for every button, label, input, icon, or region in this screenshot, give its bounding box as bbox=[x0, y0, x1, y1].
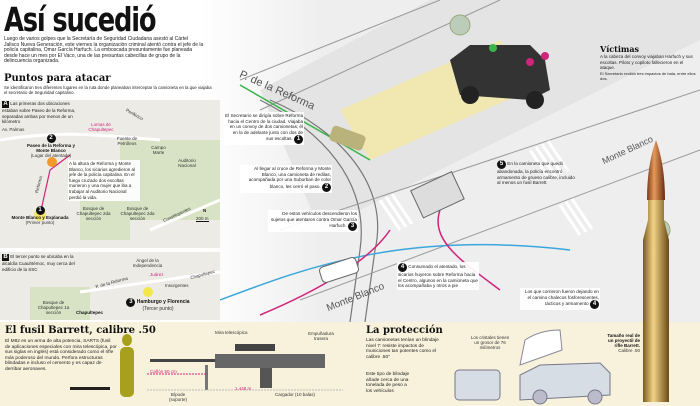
label-magazine: Cargador (10 balas) bbox=[275, 392, 316, 397]
map-a-text: Las primeras dos ubicaciones estaban sob… bbox=[2, 101, 76, 125]
barrett-title: El fusil Barrett, calibre .50 bbox=[5, 325, 156, 336]
marker-1: 1 bbox=[35, 206, 45, 215]
protection-title: La protección bbox=[366, 325, 443, 336]
step-2-number: 2 bbox=[322, 182, 331, 192]
route-green bbox=[239, 84, 371, 161]
label-bipod: Bípode (soporte) bbox=[168, 392, 187, 402]
label-insurgentes: Insurgentes bbox=[165, 283, 189, 288]
label-campo: Campo Marte bbox=[151, 145, 166, 155]
rifle-small bbox=[70, 387, 110, 390]
label-place1: Monte Blanco y Explanada bbox=[11, 215, 69, 220]
marker-2: 2 bbox=[46, 134, 56, 143]
victim-marker-pink bbox=[541, 52, 549, 60]
step-5-number: 5 bbox=[497, 160, 506, 169]
label-auditorio: Auditorio Nacional bbox=[178, 158, 196, 168]
map-b: B El tercer punto se ubicaba en la alcal… bbox=[0, 252, 220, 320]
label-juarez: Juárez bbox=[150, 272, 164, 277]
label-bosque-b: Bosque de Chapultepec 1a sección bbox=[37, 300, 70, 315]
points-subtitle: Se identificaron tres diferentes lugares… bbox=[4, 85, 212, 95]
map-a: A Las primeras dos ubicaciones estaban s… bbox=[0, 100, 220, 248]
victim-marker-pink bbox=[526, 58, 534, 66]
white-suburban bbox=[318, 257, 360, 283]
suv-black bbox=[450, 45, 550, 109]
step-5-text: En la camioneta que quedó abandonada, la… bbox=[497, 161, 575, 186]
rifle-magazine bbox=[260, 368, 272, 388]
label-bosque-1: Bosque de Chapultepec 2da sección bbox=[76, 206, 111, 221]
rifle-bipod bbox=[205, 365, 208, 390]
map-b-text: El tercer punto se ubicaba en la alcaldí… bbox=[2, 254, 75, 272]
label-angel: Ángel de la Independencia bbox=[132, 258, 163, 268]
label-length: 1.448 m bbox=[235, 386, 252, 391]
step-3-number: 3 bbox=[348, 222, 357, 232]
victims-text-2: El Secretario recibió tres impactos de b… bbox=[600, 70, 696, 82]
label-scope: Mira telescópica bbox=[215, 330, 248, 335]
step-3-text: De estos vehículos descendieron los suje… bbox=[270, 211, 357, 229]
redilas-truck bbox=[410, 171, 465, 219]
step-4a: 4 Consumado el atentado, los sicarios hu… bbox=[397, 262, 479, 290]
label-bosque-2: Bosque de Chapultepec 2da sección bbox=[120, 206, 155, 221]
step-1: El Secretario se dirigía sobre Reforma h… bbox=[224, 112, 304, 146]
barrett-rifle-illustration bbox=[70, 334, 343, 397]
label-place3: Hamburgo y Florencia bbox=[136, 299, 190, 305]
step-4b-text: Los que corrieron fueron dejando en el c… bbox=[524, 289, 599, 307]
map-b-letter: B bbox=[2, 254, 9, 261]
human-silhouette bbox=[122, 334, 132, 346]
victim-marker-green bbox=[489, 44, 497, 52]
step-1-text: El Secretario se dirigía sobre Reforma h… bbox=[225, 113, 303, 142]
suv-front bbox=[454, 369, 501, 401]
label-glass: Los cristales tienen un grosor de 76 mil… bbox=[470, 335, 510, 350]
map-a-letter: A bbox=[2, 101, 9, 108]
victims-text: A la cabeza del convoy viajaban Harfuch … bbox=[600, 54, 693, 71]
label-place3-sub: (Tercer punto) bbox=[142, 306, 174, 312]
victims-box: Víctimas A la cabeza del convoy viajaban… bbox=[600, 44, 698, 82]
protection-text-2: Este tipo de blindaje añade cerca de una… bbox=[366, 372, 410, 394]
label-palmas: Av. Palmas bbox=[2, 127, 25, 132]
section-title-points: Puntos para atacar bbox=[4, 73, 111, 84]
step-5: 5 En la camioneta que quedó abandonada, … bbox=[497, 160, 577, 186]
crime-scene-illustration bbox=[200, 0, 700, 322]
map-b-roads bbox=[30, 270, 220, 320]
label-grip: Empuñadura trasera bbox=[308, 331, 334, 341]
escort-suv bbox=[329, 125, 366, 151]
label-place1-sub: (Primer punto) bbox=[25, 220, 55, 225]
crosswalks bbox=[378, 140, 594, 236]
step-4b-number: 4 bbox=[590, 300, 599, 310]
step-1-number: 1 bbox=[294, 135, 303, 145]
label-chapultepec-metro: Chapultepec bbox=[76, 310, 104, 315]
step-2: Al llegar al cruce de Reforma y Monte Bl… bbox=[240, 165, 332, 193]
step-4b: Los que corrieron fueron dejando en el c… bbox=[520, 288, 600, 311]
step-4a-number: 4 bbox=[398, 263, 407, 272]
label-barrel: Cañón 50 cm bbox=[150, 369, 177, 374]
step-2-text: Al llegar al cruce de Reforma y Monte Bl… bbox=[248, 166, 331, 189]
victims-title: Víctimas bbox=[600, 44, 640, 54]
label-lomas: Lomas de Chapultepec bbox=[88, 122, 114, 132]
scale-bar: 200 m bbox=[196, 216, 209, 222]
bullet-caliber: Calibre .50 bbox=[618, 348, 640, 353]
intro-paragraph: Luego de varios golpes que la Secretaría… bbox=[4, 36, 204, 65]
rifle-body bbox=[215, 354, 325, 368]
bullet-cal50-illustration bbox=[643, 140, 669, 402]
label-fuente: Fuente de Petróleos bbox=[116, 136, 138, 146]
map-a-description: A la altura de Reforma y Monte Blanco, l… bbox=[68, 160, 140, 202]
step-4a-text: Consumado el atentado, los sicarios huye… bbox=[398, 264, 478, 289]
label-place2-sub: (Lugar del atentado) bbox=[30, 153, 72, 158]
north-arrow: N bbox=[203, 208, 207, 213]
bullet-caption: Tamaño real de un proyectil de rifle Bar… bbox=[607, 333, 640, 348]
protection-text-1: Las camionetas tenían un blindaje nivel … bbox=[366, 338, 439, 360]
page-title: Así sucedió bbox=[4, 0, 157, 39]
barrett-text: El M82 es un arma de alta potencia, SART… bbox=[5, 339, 117, 372]
route-blue bbox=[219, 243, 571, 301]
marker-3: 3 bbox=[126, 298, 136, 307]
rifle-scope bbox=[235, 344, 275, 351]
label-place2: Paseo de la Reforma y Monte Blanco bbox=[26, 143, 76, 153]
armored-vehicles-illustration bbox=[454, 329, 611, 405]
step-3: De estos vehículos descendieron los suje… bbox=[268, 210, 358, 233]
glass-panel bbox=[519, 329, 563, 366]
